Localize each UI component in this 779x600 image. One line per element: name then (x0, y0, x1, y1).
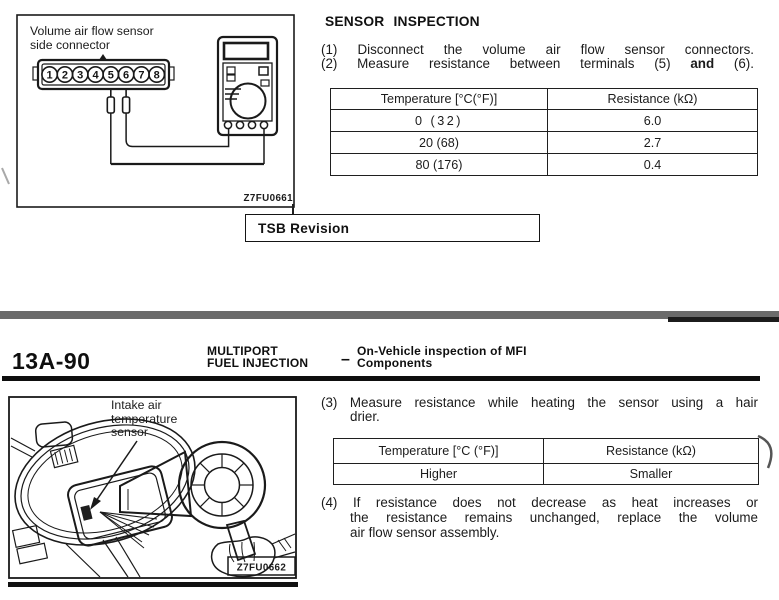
resistance-table-2: Temperature [°C (°F)] Resistance (kΩ) Hi… (333, 438, 759, 485)
section-name: MULTIPORT FUEL INJECTION (207, 344, 309, 370)
step-3-line-1: (3) Measure resistance while heating the… (321, 396, 758, 410)
step-2-number: (2) (321, 56, 338, 71)
connector-notch (99, 54, 107, 60)
air-cleaner-oval (14, 418, 196, 546)
table1-temp-0: 0 (32) (330, 109, 548, 132)
table1-temp-2: 80 (176) (330, 153, 548, 176)
hot-air-lines (99, 511, 158, 549)
terminal-5: 5 (108, 70, 114, 82)
step-2: (2) Measure resistance between terminals… (321, 57, 754, 71)
figure2-code-box (227, 556, 296, 576)
tsb-revision-box: TSB Revision (245, 214, 540, 242)
scan-smudge (1, 167, 10, 185)
table-row: Higher Smaller (333, 463, 759, 485)
figure2-code: Z7FU0662 (237, 563, 287, 574)
connector-terminals: 1 2 3 4 5 6 7 8 (41, 65, 166, 83)
resistance-table-1: Temperature [°C(°F)] Resistance (kΩ) 0 (… (330, 88, 758, 176)
section-heading: SENSOR INSPECTION (325, 14, 480, 29)
figure2-border (8, 396, 297, 579)
page-number: 13A-90 (12, 348, 91, 374)
ribbed-connector (49, 444, 79, 469)
step-3-text: Measure resistance while heating the sen… (349, 395, 758, 410)
chapter-title: On-Vehicle inspection of MFI Components (357, 344, 527, 370)
table2-res-0: Smaller (543, 463, 759, 485)
terminal-3: 3 (77, 70, 83, 82)
table1-res-1: 2.7 (547, 131, 758, 154)
multimeter (216, 35, 279, 137)
figure2-caption: Intake air temperature sensor (111, 398, 178, 439)
step-4-number: (4) (321, 495, 338, 510)
table-row: 20 (68) 2.7 (330, 131, 758, 154)
figure-intake-air-temp-sensor-diagram: Z7FU0662 (8, 396, 297, 579)
test-probes-and-wires (106, 89, 265, 166)
hair-drier (119, 440, 267, 562)
step-3-number: (3) (321, 395, 338, 410)
tsb-revision-label: TSB Revision (258, 220, 350, 236)
caption-arrow (90, 440, 138, 510)
step-2-text: Measure resistance between terminals (5) (357, 56, 671, 71)
terminal-2: 2 (62, 70, 68, 82)
tsb-connector-line (292, 204, 294, 215)
figure-volume-air-flow-sensor-diagram: 1 2 3 4 5 6 7 8 (16, 14, 295, 208)
terminal-1: 1 (47, 70, 53, 82)
table1-res-2: 0.4 (547, 153, 758, 176)
header-dash: – (341, 351, 350, 368)
header-rule (2, 376, 760, 381)
scan-curl-mark (757, 434, 773, 469)
step-1-text: Disconnect the volume air flow sensor co… (357, 42, 754, 57)
table1-col-resistance: Resistance (kΩ) (547, 88, 758, 110)
figure1-caption: Volume air flow sensor side connector (30, 24, 154, 52)
multimeter-display (222, 41, 270, 61)
terminal-4: 4 (92, 70, 99, 82)
figure2-base-rule (8, 582, 298, 587)
page-separator-shadow (668, 317, 779, 322)
table2-temp-0: Higher (333, 463, 544, 485)
sensor-tab (34, 421, 74, 448)
figure1-border (16, 14, 295, 208)
step-4-line-3: air flow sensor assembly. (350, 525, 500, 540)
terminal-8: 8 (154, 70, 160, 82)
table2-col-temperature: Temperature [°C (°F)] (333, 438, 544, 464)
table1-temp-1: 20 (68) (330, 131, 548, 154)
step-2-text-end: (6). (733, 56, 754, 71)
step-4: (4) If resistance does not decrease as h… (321, 495, 758, 540)
table-row: 0 (32) 6.0 (330, 109, 758, 132)
table-row: 80 (176) 0.4 (330, 153, 758, 176)
step-4-line-1: (4) If resistance does not decrease as h… (321, 495, 758, 510)
duct-details (11, 524, 141, 578)
terminal-6: 6 (123, 70, 129, 82)
hair-drier-nozzle (119, 450, 193, 518)
step-4-text-1: If resistance does not decrease as heat … (352, 495, 758, 510)
figure1-code: Z7FU0661 (244, 193, 294, 204)
page-separator-band (0, 311, 779, 319)
multimeter-dial (229, 82, 267, 120)
step-1-number: (1) (321, 42, 338, 57)
table1-col-temperature: Temperature [°C(°F)] (330, 88, 548, 110)
terminal-7: 7 (138, 70, 144, 82)
step-2-text-bold: and (690, 56, 715, 71)
step-3-line-2: drier. (350, 409, 380, 424)
drier-spokes (191, 454, 253, 516)
step-1: (1) Disconnect the volume air flow senso… (321, 43, 754, 57)
table1-res-0: 6.0 (547, 109, 758, 132)
step-4-line-2: the resistance remains unchanged, replac… (350, 510, 758, 525)
table2-col-resistance: Resistance (kΩ) (543, 438, 759, 464)
intake-air-temp-sensor (80, 504, 93, 521)
hair-drier-handle (225, 519, 257, 562)
